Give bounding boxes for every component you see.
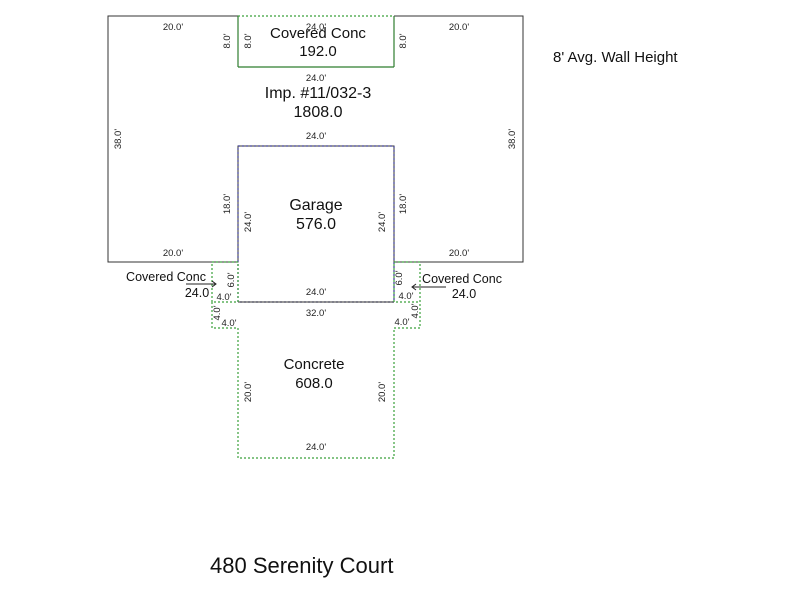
left-porch-area: 24.0: [185, 286, 209, 300]
main-house-area: 1808.0: [294, 104, 343, 121]
concrete-outline: [211, 302, 421, 459]
dim-right-porch-bottom: 4.0': [398, 291, 413, 302]
right-porch-name: Covered Conc: [422, 272, 502, 286]
dim-concrete-step-right: 4.0': [394, 317, 409, 328]
left-porch-name: Covered Conc: [126, 270, 206, 284]
dim-left-porch-side: 6.0': [226, 272, 237, 287]
dim-concrete-bottom: 24.0': [306, 442, 326, 453]
dim-porch-right-outer: 8.0': [398, 33, 409, 48]
dim-garage-bottom: 24.0': [306, 287, 326, 298]
dim-main-top-right: 20.0': [449, 22, 469, 33]
dim-porch-left-inner: 8.0': [243, 33, 254, 48]
dim-garage-top: 24.0': [306, 131, 326, 142]
dim-porch-top: 24.0': [306, 22, 326, 33]
main-house-name: Imp. #11/032-3: [265, 85, 372, 102]
dim-main-top-left: 20.0': [163, 22, 183, 33]
dim-porch-bottom: 24.0': [306, 73, 326, 84]
dim-concrete-top: 32.0': [306, 308, 326, 319]
dim-concrete-step-left: 4.0': [221, 318, 236, 329]
dim-garage-left: 24.0': [243, 212, 254, 232]
dim-right-porch-side: 6.0': [394, 270, 405, 285]
concrete-area: 608.0: [295, 375, 333, 392]
concrete-name: Concrete: [284, 356, 345, 373]
dim-main-notch-right: 18.0': [398, 194, 409, 214]
dim-main-bottom-left: 20.0': [163, 248, 183, 259]
dim-main-bottom-right: 20.0': [449, 248, 469, 259]
property-address: 480 Serenity Court: [210, 553, 393, 578]
dim-concrete-left: 20.0': [243, 382, 254, 402]
dim-main-left: 38.0': [113, 129, 124, 149]
right-porch-area: 24.0: [452, 287, 476, 301]
garage-area: 576.0: [296, 216, 336, 233]
dim-garage-right: 24.0': [377, 212, 388, 232]
dim-step-right-side: 4.0': [410, 303, 421, 318]
dim-main-notch-left: 18.0': [222, 194, 233, 214]
dim-porch-left-outer: 8.0': [222, 33, 233, 48]
top-porch-name: Covered Conc: [270, 25, 366, 42]
dim-concrete-right: 20.0': [377, 382, 388, 402]
left-porch-outline: [211, 261, 239, 303]
dim-left-porch-bottom: 4.0': [216, 292, 231, 303]
right-porch-outline: [393, 261, 421, 303]
right-porch-arrowhead: [411, 283, 417, 291]
wall-height-note: 8' Avg. Wall Height: [553, 49, 678, 66]
dim-step-left-side: 4.0': [212, 305, 223, 320]
dim-main-right: 38.0': [507, 129, 518, 149]
garage-name: Garage: [289, 197, 342, 214]
left-porch-arrowhead: [211, 280, 217, 288]
top-porch-area: 192.0: [299, 43, 337, 60]
